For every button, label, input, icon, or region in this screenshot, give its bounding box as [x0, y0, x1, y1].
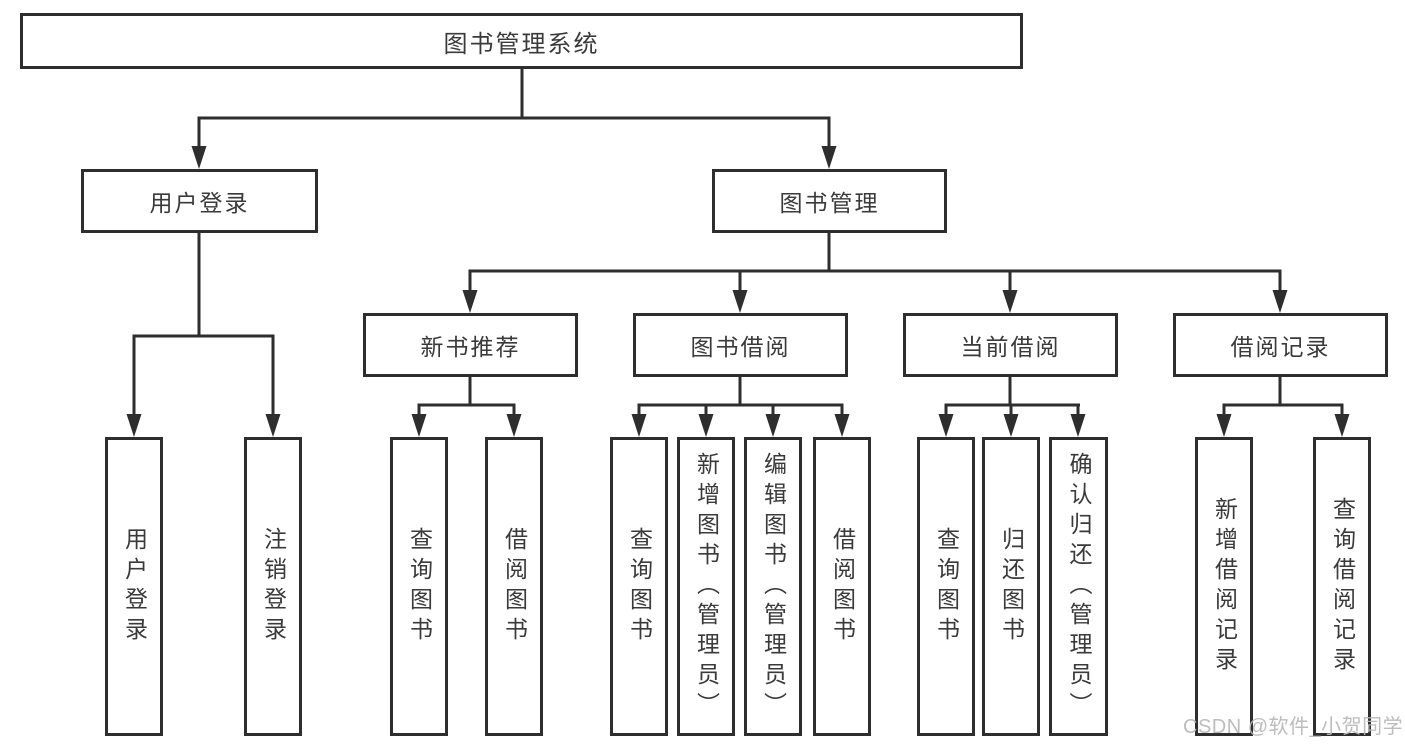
node-borrow-records: 借阅记录 — [1173, 313, 1388, 377]
edge-borrow-records-to-children — [1216, 377, 1350, 437]
node-current-borrow: 当前借阅 — [903, 313, 1118, 377]
arrowhead-down-icon — [698, 414, 714, 437]
node-root-system: 图书管理系统 — [20, 13, 1023, 69]
arrowhead-down-icon — [938, 414, 954, 437]
leaf-edit-books-admin: 编辑图书（管理员） — [744, 437, 802, 736]
arrowhead-down-icon — [462, 290, 478, 313]
leaf-query-books-recommend: 查询图书 — [390, 437, 448, 736]
edge-book-borrow-to-children — [631, 377, 850, 437]
node-label: 用户登录 — [149, 190, 250, 216]
arrowhead-down-icon — [631, 414, 647, 437]
node-label: 归还图书 — [998, 526, 1025, 647]
leaf-query-borrow-record: 查询借阅记录 — [1313, 437, 1371, 736]
arrowhead-down-icon — [126, 414, 142, 437]
arrowhead-down-icon — [834, 414, 850, 437]
node-label: 查询图书 — [406, 526, 433, 647]
edge-new-book-recommend-to-children — [411, 377, 522, 437]
edge-root-to-level2 — [191, 69, 837, 169]
arrowhead-down-icon — [506, 414, 522, 437]
leaf-user-login: 用户登录 — [105, 437, 163, 736]
arrowhead-down-icon — [1003, 414, 1019, 437]
leaf-confirm-return-admin: 确认归还（管理员） — [1049, 437, 1108, 736]
arrowhead-down-icon — [732, 290, 748, 313]
arrowhead-down-icon — [411, 414, 427, 437]
csdn-watermark: CSDN @软件_小贺同学 — [1183, 716, 1404, 738]
node-label: 新书推荐 — [420, 334, 521, 360]
leaf-borrow-books-recommend: 借阅图书 — [485, 437, 543, 736]
leaf-query-books-current: 查询图书 — [917, 437, 975, 736]
arrowhead-down-icon — [1002, 290, 1018, 313]
node-label: 借阅图书 — [501, 526, 528, 647]
node-book-borrow: 图书借阅 — [633, 313, 848, 377]
arrowhead-down-icon — [191, 146, 207, 169]
leaf-add-books-admin: 新增图书（管理员） — [677, 437, 735, 736]
node-new-book-recommend: 新书推荐 — [363, 313, 578, 377]
node-label: 借阅记录 — [1230, 334, 1331, 360]
arrowhead-down-icon — [1272, 290, 1288, 313]
node-label: 查询图书 — [933, 526, 960, 647]
arrowhead-down-icon — [765, 414, 781, 437]
arrowhead-down-icon — [821, 146, 837, 169]
node-label: 编辑图书（管理员） — [760, 451, 787, 722]
node-label: 新增图书（管理员） — [693, 451, 720, 722]
arrowhead-down-icon — [265, 414, 281, 437]
node-label: 图书管理系统 — [443, 30, 600, 58]
leaf-query-books-borrow: 查询图书 — [610, 437, 668, 736]
node-user-login: 用户登录 — [81, 169, 318, 233]
node-label: 图书管理 — [779, 190, 880, 216]
edge-user-login-to-children — [126, 233, 281, 437]
edge-book-management-to-children — [462, 233, 1288, 313]
arrowhead-down-icon — [1070, 414, 1086, 437]
node-label: 当前借阅 — [960, 334, 1061, 360]
leaf-logout: 注销登录 — [244, 437, 302, 736]
arrowhead-down-icon — [1216, 414, 1232, 437]
node-label: 确认归还（管理员） — [1066, 451, 1092, 722]
node-label: 查询图书 — [626, 526, 653, 647]
node-label: 注销登录 — [260, 526, 287, 647]
node-label: 新增借阅记录 — [1211, 496, 1238, 677]
leaf-add-borrow-record: 新增借阅记录 — [1195, 437, 1253, 736]
node-label: 图书借阅 — [690, 334, 791, 360]
edge-current-borrow-to-children — [938, 377, 1086, 437]
leaf-borrow-books: 借阅图书 — [813, 437, 871, 736]
node-label: 用户登录 — [121, 526, 148, 647]
leaf-return-books: 归还图书 — [982, 437, 1040, 736]
arrowhead-down-icon — [1334, 414, 1350, 437]
node-book-management: 图书管理 — [712, 169, 947, 233]
node-label: 借阅图书 — [829, 526, 856, 647]
node-label: 查询借阅记录 — [1329, 496, 1356, 677]
